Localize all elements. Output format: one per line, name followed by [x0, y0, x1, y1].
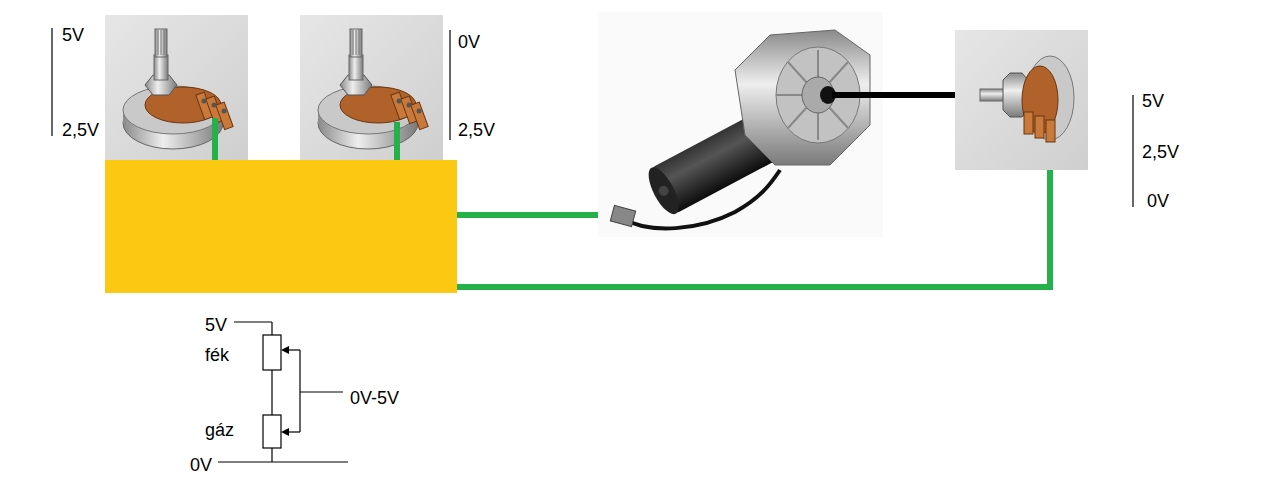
- potentiometer-photo: [300, 15, 443, 160]
- voltage-label: 5V: [62, 24, 84, 46]
- range-bar: [1132, 95, 1133, 207]
- controller-box: [105, 160, 457, 293]
- voltage-label: 2,5V: [458, 119, 495, 141]
- divider-schematic: [218, 322, 348, 462]
- voltage-label: 2,5V: [62, 119, 99, 141]
- schematic-label: 0V-5V: [350, 387, 399, 409]
- range-bar: [449, 30, 450, 140]
- range-bar: [51, 28, 52, 136]
- voltage-label: 0V: [458, 31, 480, 53]
- schematic-label: 0V: [190, 454, 212, 476]
- potentiometer-photo: [955, 30, 1088, 170]
- schematic-label: fék: [205, 344, 229, 366]
- voltage-label: 5V: [1142, 90, 1164, 112]
- potentiometer-photo: [105, 15, 248, 160]
- voltage-label: 2,5V: [1142, 141, 1179, 163]
- voltage-label: 0V: [1147, 190, 1169, 212]
- wiper-arrow: [281, 428, 289, 436]
- schematic-label: gáz: [205, 419, 234, 441]
- schematic-label: 5V: [205, 314, 227, 336]
- wiper-motor: [598, 12, 883, 237]
- wiper-arrow: [281, 346, 289, 354]
